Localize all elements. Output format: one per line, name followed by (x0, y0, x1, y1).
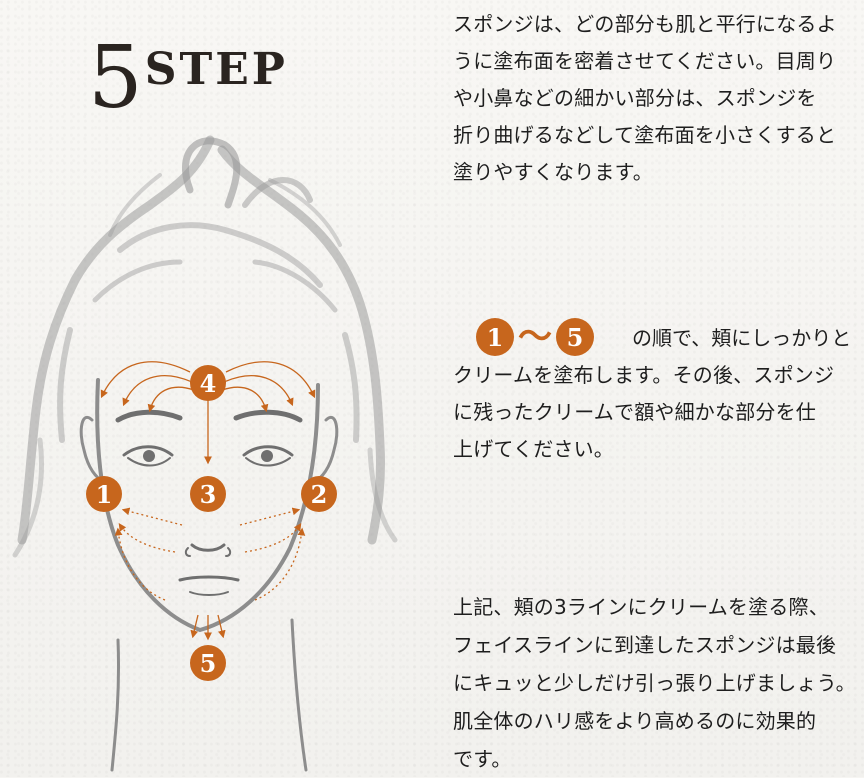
step-range: 1 〜 5 (476, 318, 594, 356)
range-start-marker: 1 (476, 318, 514, 356)
hair-sketch (12, 135, 398, 558)
svg-text:5: 5 (200, 649, 217, 678)
application-arrows (100, 361, 316, 641)
face-illustration: 4 3 1 2 5 (12, 135, 398, 772)
facial-features (115, 409, 303, 596)
range-tilde: 〜 (518, 317, 552, 357)
face-outline (79, 378, 339, 772)
instruction-paragraph-1: スポンジは、どの部分も肌と平行になるよ うに塗布面を密着させてください。目周り … (453, 12, 837, 184)
marker-2: 2 (301, 476, 337, 512)
step-word: STEP (144, 44, 288, 95)
svg-text:4: 4 (200, 369, 217, 398)
marker-3: 3 (190, 476, 226, 512)
marker-4: 4 (190, 365, 226, 401)
svg-text:3: 3 (200, 480, 217, 509)
step-number: 5 (88, 28, 143, 128)
svg-text:2: 2 (311, 480, 328, 509)
step-title: 5 STEP (88, 28, 288, 128)
svg-text:1: 1 (96, 480, 113, 509)
marker-1: 1 (86, 476, 122, 512)
marker-5: 5 (190, 645, 226, 681)
instruction-paragraph-3: 上記、頬の3ラインにクリームを塗る際、 フェイスラインに到達したスポンジは最後 … (453, 595, 856, 771)
instruction-paragraph-2-lead: の順で、頬にしっかりと (632, 326, 852, 350)
instruction-paragraph-2: クリームを塗布します。その後、スポンジ に残ったクリームで額や細かな部分を仕 上… (453, 363, 835, 461)
range-end-marker: 5 (556, 318, 594, 356)
